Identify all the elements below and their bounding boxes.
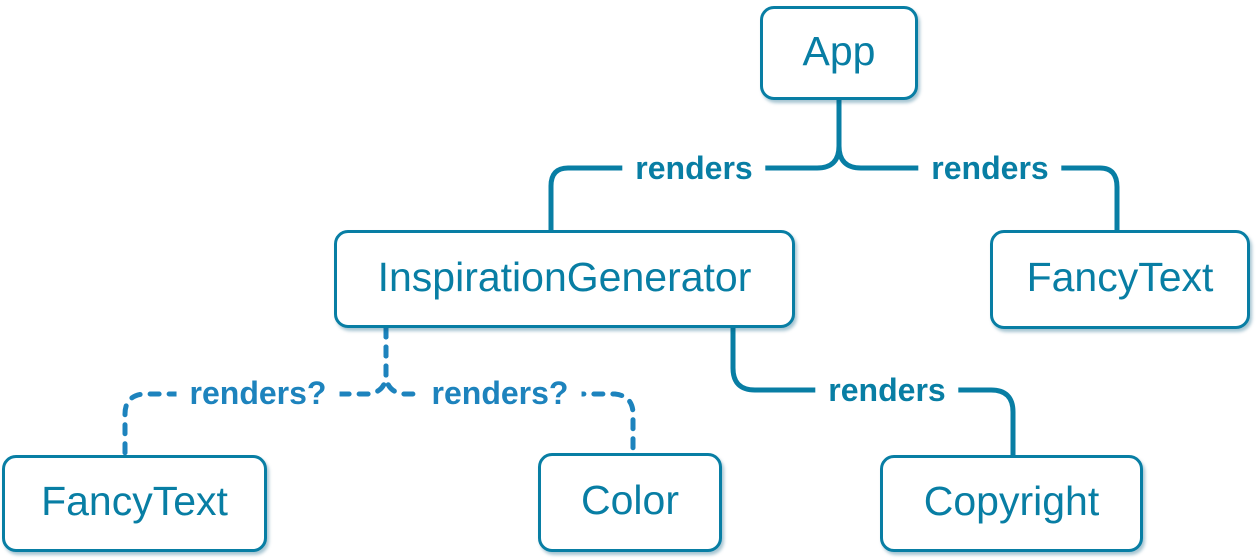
node-app: App (760, 6, 918, 100)
node-fancy-text-top-label: FancyText (1026, 254, 1214, 300)
node-color: Color (538, 453, 722, 552)
node-inspiration-generator: InspirationGenerator (334, 230, 795, 328)
node-fancy-text-bottom-label: FancyText (41, 478, 228, 524)
node-copyright: Copyright (880, 455, 1143, 552)
node-inspiration-generator-label: InspirationGenerator (377, 253, 752, 300)
edge-label-renders-app-inspiration: renders (622, 150, 766, 186)
edge-label-renders-conditional-inspiration-color: renders? (418, 375, 582, 411)
edge-label-renders-conditional-inspiration-fancytext: renders? (176, 375, 340, 411)
node-color-label: Color (581, 477, 679, 523)
node-app-label: App (802, 27, 876, 74)
node-fancy-text-top: FancyText (990, 230, 1250, 329)
node-fancy-text-bottom: FancyText (2, 455, 267, 552)
edge-label-renders-inspiration-copyright: renders (815, 372, 959, 408)
node-copyright-label: Copyright (923, 478, 1100, 524)
edge-label-renders-app-fancytext: renders (918, 150, 1062, 186)
